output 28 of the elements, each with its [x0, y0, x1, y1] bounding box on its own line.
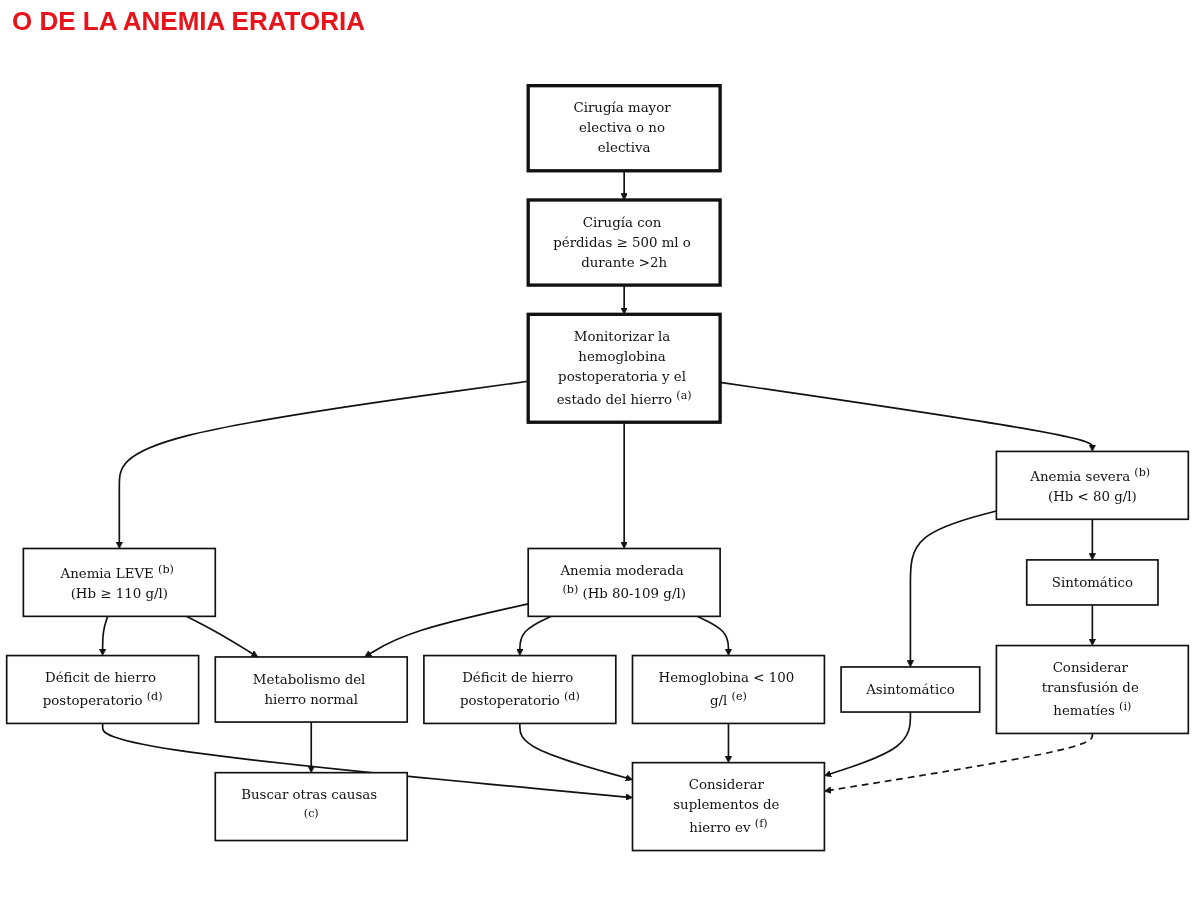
arrow	[516, 615, 553, 656]
node-box: Hemoglobina < 100 g/l $^{(e)}$	[631, 654, 826, 725]
node-box: Déficit de hierro postoperatorio $^{(d)}$	[5, 654, 200, 725]
node-box: Déficit de hierro postoperatorio $^{(d)}$	[423, 654, 617, 725]
arrow	[101, 722, 633, 801]
arrow	[696, 615, 733, 656]
node-box: Sintomático	[1025, 558, 1159, 606]
arrow	[824, 711, 912, 778]
arrow	[519, 722, 633, 782]
arrow	[620, 284, 628, 315]
node-box: Anemia LEVE $^{(b)}$ (Hb ≥ 110 g/l)	[22, 547, 217, 618]
node-box: Asintomático	[840, 666, 981, 713]
node-box: Anemia moderada $^{(b)}$ (Hb 80-109 g/l)	[527, 547, 721, 618]
node-box: Considerar transfusión de hematíes $^{(i)}$	[995, 644, 1190, 735]
arrow	[724, 722, 733, 763]
node-box: Considerar suplementos de hierro ev $^{(f)}$	[631, 761, 826, 852]
arrow	[185, 615, 259, 658]
node-box: Cirugía mayor electiva o no electiva	[526, 83, 722, 173]
arrow	[824, 732, 1094, 794]
arrow	[98, 615, 109, 656]
title: O DE LA ANEMIA ERATORIA	[11, 5, 366, 38]
node-box: Metabolismo del hierro normal	[214, 656, 409, 723]
arrow	[1088, 604, 1097, 646]
node-box: Monitorizar la hemoglobina postoperatoria y el estado del hierro $^{(a)}$	[526, 312, 722, 424]
arrow	[307, 721, 315, 773]
node-box: Anemia severa $^{(b)}$ (Hb < 80 g/l)	[995, 450, 1190, 520]
node-box: Cirugía con pérdidas ≥ 500 ml o durante >2h	[526, 198, 722, 287]
arrow	[1088, 518, 1097, 561]
